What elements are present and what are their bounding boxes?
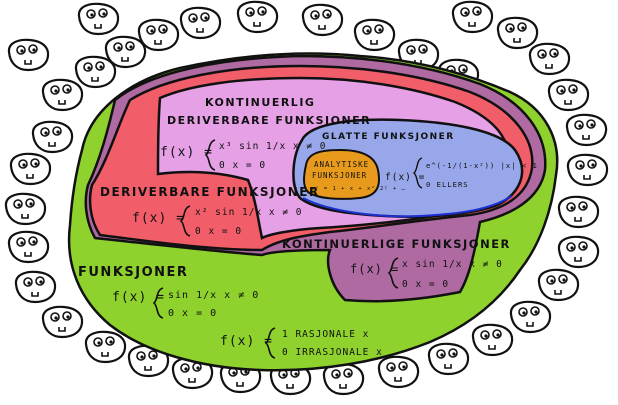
continuous-case1: x sin 1/x x ≠ 0 <box>402 259 503 270</box>
smooth-case1: e^(-1/(1-x²)) |x| < 1 <box>426 161 538 170</box>
cont-differentiable-title-line2: DERIVERBARE FUNKSJONER <box>167 114 371 127</box>
differentiable-fx: f(x) = <box>132 211 185 226</box>
functions-case2: 0 x = 0 <box>168 308 217 319</box>
continuous-title: KONTINUERLIGE FUNKSJONER <box>282 237 511 251</box>
face-icon <box>324 364 363 394</box>
face-icon <box>43 80 82 110</box>
differentiable-case2: 0 x = 0 <box>195 226 242 237</box>
smooth-case2: 0 ELLERS <box>426 180 469 189</box>
cont-differentiable-title-line1: KONTINUERLIG <box>205 96 315 109</box>
dirichlet-case1: 1 RASJONALE x <box>282 329 369 340</box>
face-icon <box>9 232 48 262</box>
face-icon <box>76 57 115 87</box>
face-icon <box>303 5 342 35</box>
face-icon <box>33 122 72 152</box>
face-icon <box>559 237 598 267</box>
face-icon <box>429 344 468 374</box>
face-icon <box>559 197 598 227</box>
dirichlet-fx: f(x) = <box>220 334 273 349</box>
face-icon <box>43 307 82 337</box>
face-icon <box>498 18 537 48</box>
face-icon <box>453 2 492 32</box>
face-icon <box>549 80 588 110</box>
face-icon <box>473 325 512 355</box>
cont-differentiable-case2: 0 x = 0 <box>219 160 266 171</box>
dirichlet-case2: 0 IRRASJONALE x <box>282 347 383 358</box>
cont-differentiable-case1: x³ sin 1/x x ≠ 0 <box>219 141 327 152</box>
analytic-line2: FUNKSJONER <box>312 171 367 180</box>
face-icon <box>530 44 569 74</box>
face-icon <box>6 194 45 224</box>
differentiable-title: DERIVERBARE FUNKSJONER <box>100 185 320 199</box>
face-icon <box>16 272 55 302</box>
face-icon <box>106 37 145 67</box>
analytic-line3: eˣ = 1 + x + x²/2! + … <box>311 185 406 192</box>
face-icon <box>86 332 125 362</box>
face-icon <box>79 4 118 34</box>
face-icon <box>568 155 607 185</box>
face-icon <box>379 357 418 387</box>
functions-title: FUNKSJONER <box>78 265 188 280</box>
face-icon <box>181 8 220 38</box>
face-icon <box>511 302 550 332</box>
face-icon <box>539 270 578 300</box>
functions-case1: sin 1/x x ≠ 0 <box>168 290 259 301</box>
face-icon <box>11 154 50 184</box>
smooth-title: GLATTE FUNKSJONER <box>322 132 455 142</box>
analytic-line1: ANALYTISKE <box>314 160 369 169</box>
continuous-case2: 0 x = 0 <box>402 279 449 290</box>
smooth-fx: f(x) = <box>385 172 425 183</box>
face-icon <box>355 20 394 50</box>
cont-differentiable-fx: f(x) = <box>160 145 213 160</box>
differentiable-case1: x² sin 1/x x ≠ 0 <box>195 207 303 218</box>
face-icon <box>238 2 277 32</box>
face-icon <box>567 115 606 145</box>
face-icon <box>9 40 48 70</box>
face-icon <box>139 20 178 50</box>
